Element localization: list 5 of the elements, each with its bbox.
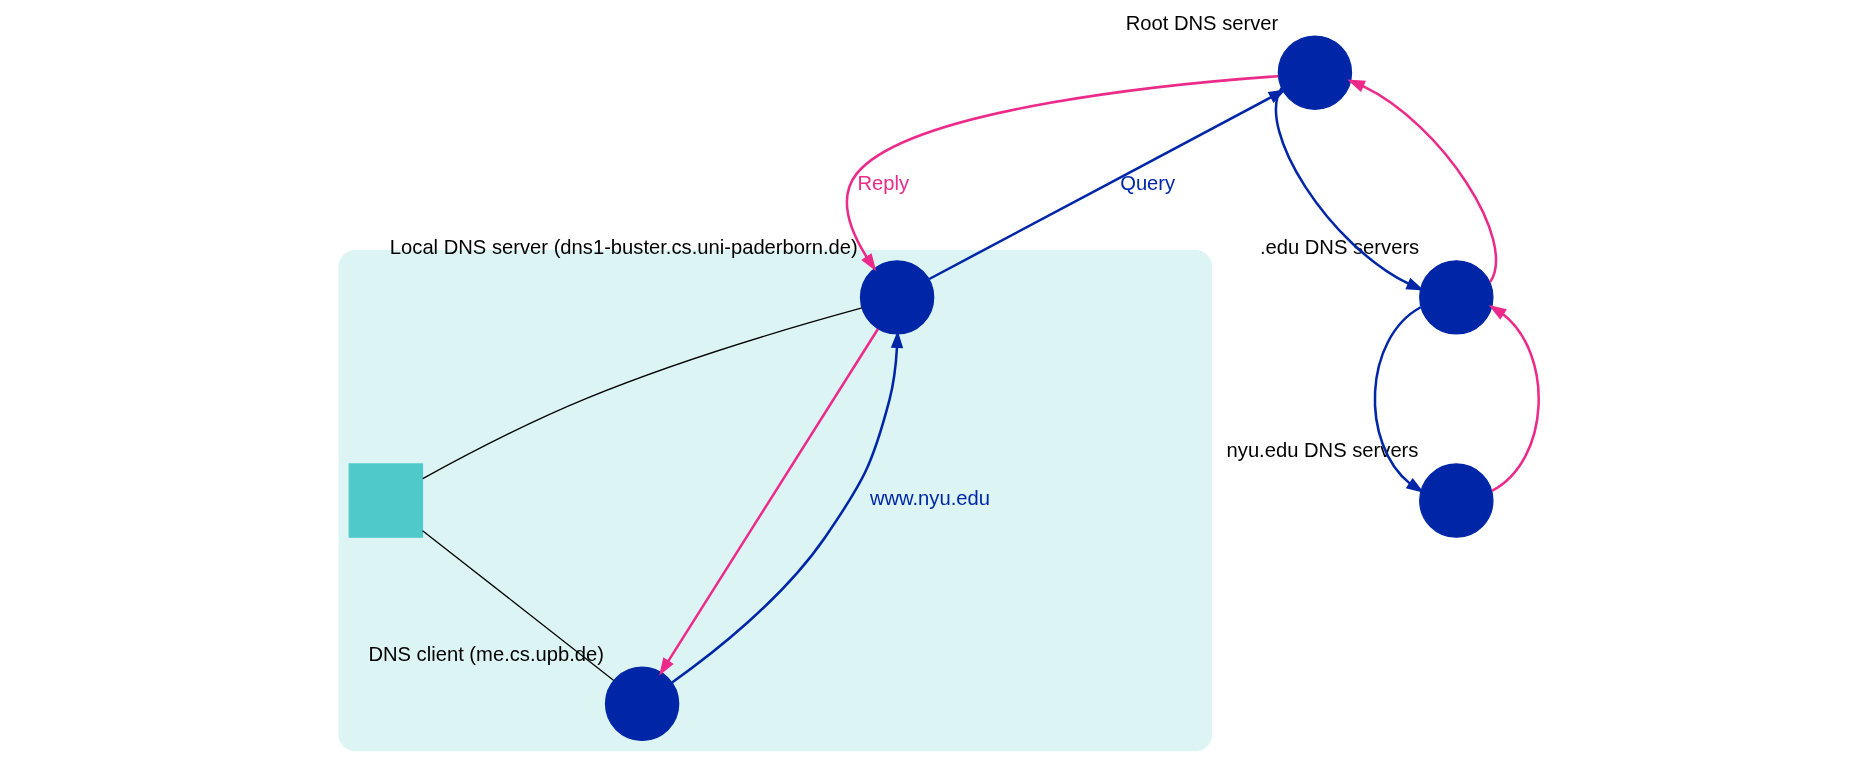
node-label: Root DNS server <box>1125 11 1279 34</box>
node-label: Local DNS server (dns1-buster.cs.uni-paderborn.de) <box>389 236 858 259</box>
edge-label: Reply <box>857 171 910 194</box>
edge-label: www.nyu.edu <box>869 487 990 510</box>
edge-label: Query <box>1120 171 1176 194</box>
